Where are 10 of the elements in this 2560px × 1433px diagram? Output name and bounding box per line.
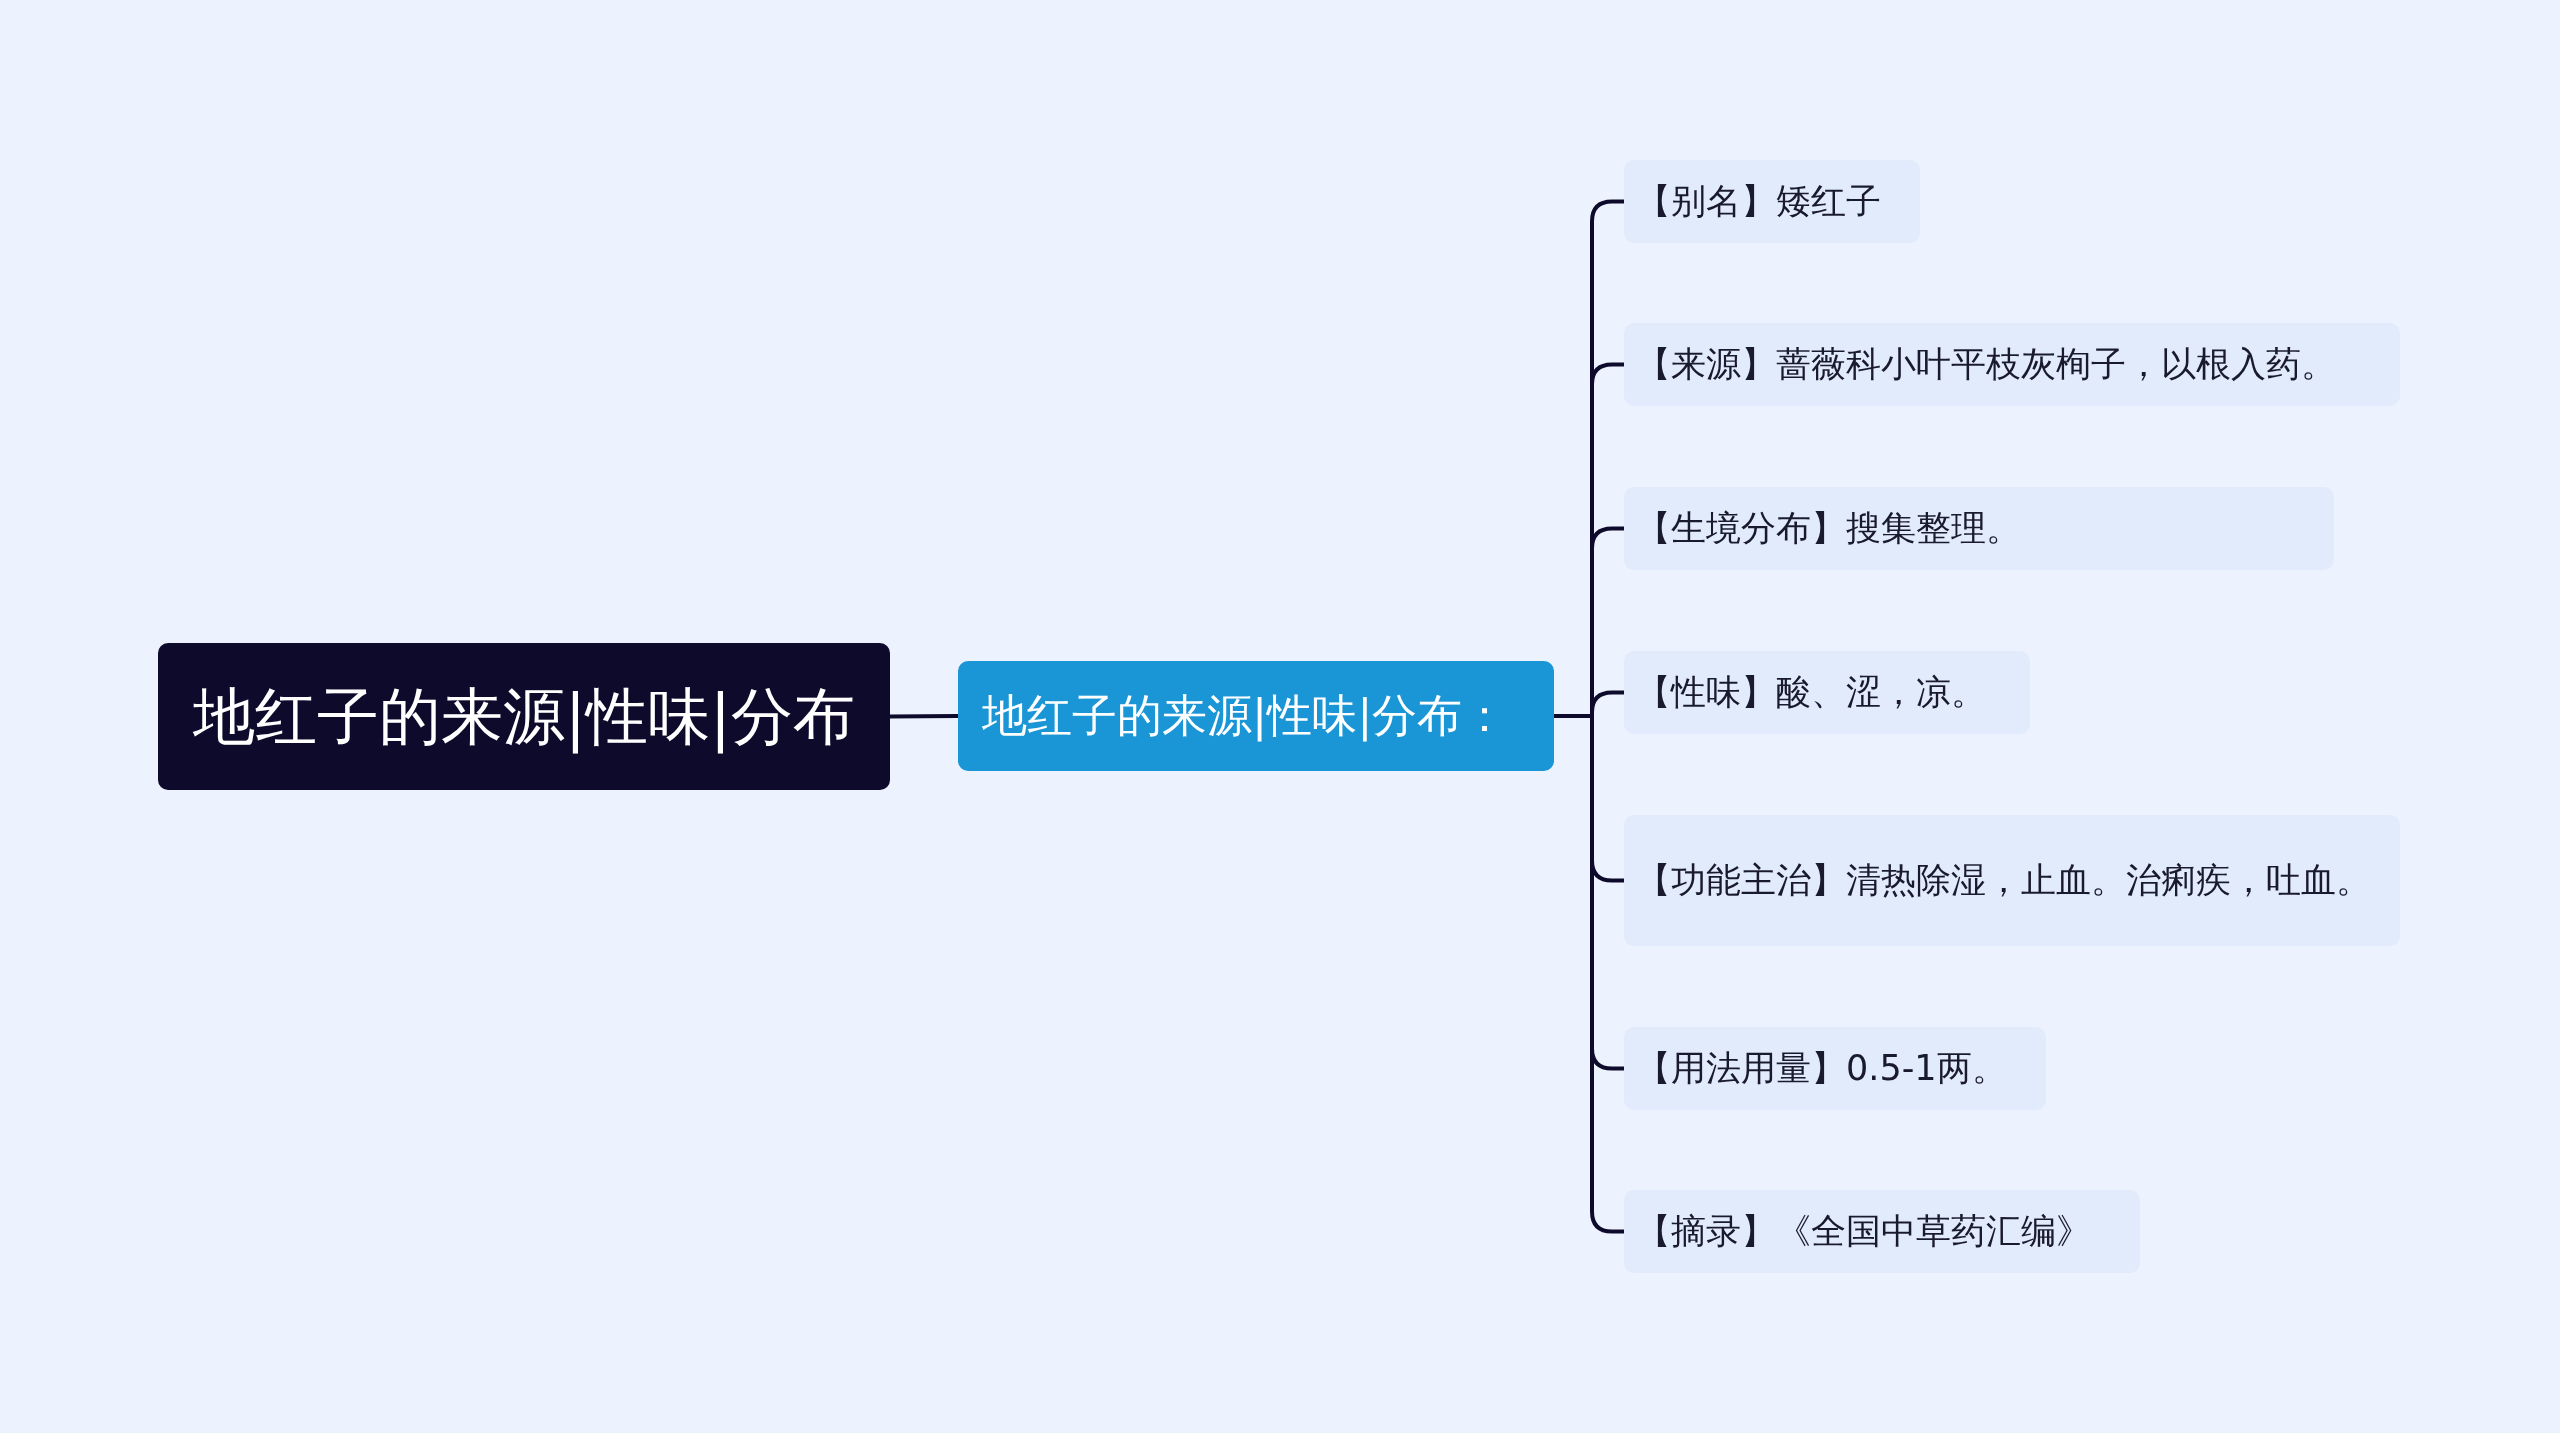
leaf-box: 【生境分布】搜集整理。 [1624,487,2334,570]
leaf-box: 【摘录】《全国中草药汇编》 [1624,1190,2140,1273]
root-box: 地红子的来源|性味|分布 [158,643,890,790]
leaf-box: 【别名】矮红子 [1624,160,1920,243]
connector-line [890,714,958,719]
leaf-box: 【性味】酸、涩，凉。 [1624,651,2030,734]
topic-box: 地红子的来源|性味|分布： [958,661,1554,771]
leaf-box: 【功能主治】清热除湿，止血。治痢疾，吐血。 [1624,815,2400,946]
leaf-box: 【来源】蔷薇科小叶平枝灰栒子，以根入药。 [1624,323,2400,406]
leaf-box: 【用法用量】0.5-1两。 [1624,1027,2046,1110]
